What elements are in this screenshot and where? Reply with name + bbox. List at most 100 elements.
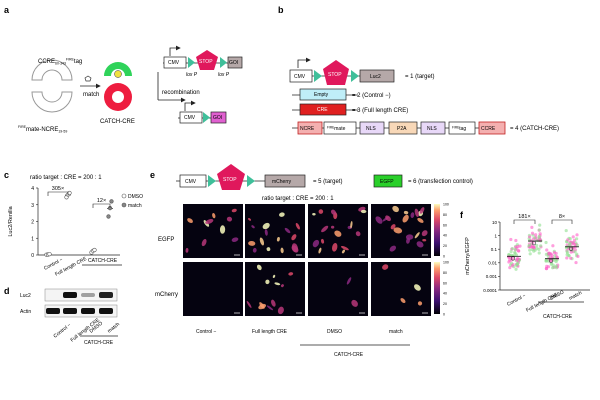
- chart-f-xtick-label: DMSO: [549, 289, 565, 301]
- panel-b-letter: b: [278, 5, 284, 15]
- luc2-box: [359, 69, 395, 83]
- panel-c-ratio: ratio target : CRE = 200 : 1: [30, 175, 102, 181]
- cell-blob: [341, 249, 345, 254]
- chart-f-point: [544, 259, 548, 263]
- chart-f-xtick-label: Control −: [506, 293, 527, 308]
- svg-text:Empty: Empty: [314, 92, 329, 98]
- colorbar-tick-label: 100: [443, 261, 449, 265]
- construct-5-label: = 5 (target): [313, 179, 343, 185]
- chart-c-ytick-label: 0: [31, 253, 34, 259]
- svg-text:EGFP: EGFP: [380, 179, 394, 185]
- cell-blob: [318, 209, 324, 214]
- colorbar-tick-label: 0: [443, 255, 445, 259]
- cell-blob: [291, 243, 298, 253]
- cell-blob: [416, 241, 424, 248]
- cell-blob: [248, 218, 252, 221]
- panel-e-group-label: CATCH-CRE: [334, 352, 364, 358]
- chart-f-point: [575, 237, 579, 241]
- chart-f-point: [539, 244, 543, 248]
- chart-f-bracket: [513, 219, 536, 224]
- loxp-triangle-icon: [351, 70, 359, 82]
- svg-text:GOI: GOI: [213, 115, 222, 121]
- chart-f-point: [554, 258, 558, 262]
- cell-blob: [284, 227, 291, 234]
- blot-band: [81, 293, 95, 297]
- chart-f-point: [530, 225, 534, 229]
- cell-blob: [295, 222, 300, 230]
- cmv-box: [179, 174, 207, 188]
- chart-f: 1010.10.010.0010.0001mCherry/EGFPControl…: [465, 214, 590, 314]
- panel-d-group-label: CATCH-CRE: [84, 340, 114, 346]
- nls-box: [420, 121, 446, 135]
- promoter-arrow-icon: [184, 100, 196, 111]
- cell-blob: [422, 238, 427, 242]
- blot-band: [46, 308, 60, 314]
- cell-blob: [410, 212, 415, 218]
- chart-f-point: [547, 251, 551, 255]
- chart-f-point: [569, 256, 573, 260]
- chart-f-point: [564, 228, 568, 233]
- panel-c: c ratio target : CRE = 200 : 1 01234Luc2…: [4, 170, 143, 278]
- chart-f-mean-marker: [568, 246, 574, 252]
- legend-match-label: match: [128, 203, 142, 209]
- cell-blob: [274, 282, 281, 286]
- cell-blob: [355, 231, 361, 237]
- microscopy-image: [245, 262, 305, 316]
- panel-c-group-label: CATCH-CRE: [88, 258, 118, 264]
- ncre-label: FIREmate-NCRE19-59: [18, 125, 67, 134]
- svg-text:mCherry: mCherry: [272, 179, 292, 185]
- cmv-box: [179, 111, 203, 124]
- chart-f-point: [554, 264, 559, 268]
- chart-f-point: [510, 264, 514, 268]
- construct-1-label: = 1 (target): [405, 74, 435, 80]
- chart-c-fold-label: 305×: [52, 186, 64, 192]
- chart-c-point: [92, 247, 97, 253]
- cre-box: [299, 103, 347, 116]
- chart-f-mean-marker: [531, 241, 537, 246]
- cell-blob: [271, 299, 276, 307]
- cell-blob: [392, 205, 399, 213]
- chart-c-ylabel: Luc2/Renilla: [8, 205, 14, 236]
- chart-f-mean-marker: [548, 258, 554, 263]
- legend-match-marker: [121, 202, 127, 208]
- cell-blob: [417, 217, 424, 223]
- chart-f-ytick-label: 0.0001: [483, 288, 497, 293]
- panel-a-letter: a: [4, 5, 10, 15]
- svg-text:Luc2: Luc2: [370, 74, 381, 80]
- cell-blob: [187, 218, 193, 224]
- chart-f-point: [565, 251, 570, 255]
- chart-f-point: [514, 238, 518, 243]
- cell-blob: [288, 272, 294, 276]
- cell-blob: [231, 237, 239, 242]
- chart-f-point: [574, 260, 578, 265]
- cell-blob: [334, 230, 342, 237]
- svg-text:CMV: CMV: [185, 179, 197, 185]
- chart-f-point: [533, 236, 537, 240]
- micro-col-label: Control −: [196, 329, 217, 335]
- svg-text:STOP: STOP: [328, 72, 342, 78]
- svg-text:STOP: STOP: [199, 59, 213, 65]
- colorbar-tick-label: 40: [443, 234, 447, 238]
- panel-d-letter: d: [4, 286, 10, 296]
- chart-f-point: [575, 233, 579, 237]
- chart-f-point: [535, 243, 539, 248]
- cell-blob: [266, 247, 271, 252]
- chart-f-ytick-label: 0.1: [491, 247, 498, 252]
- cell-blob: [351, 299, 358, 307]
- svg-text:NLS: NLS: [427, 126, 437, 132]
- chart-c-ytick-label: 4: [31, 186, 34, 192]
- chart-f-point: [551, 244, 555, 248]
- micro-col-label: DMSO: [327, 329, 342, 335]
- catch-cre-top: [104, 62, 132, 76]
- cell-blob: [201, 239, 207, 247]
- panel-e-ratio: ratio target : CRE = 200 : 1: [262, 196, 334, 202]
- construct-4-label: = 4 (CATCH-CRE): [510, 126, 559, 132]
- chart-f-point: [515, 257, 519, 261]
- chart-f-point: [573, 250, 577, 254]
- loxp-triangle-icon: [314, 70, 322, 82]
- cell-blob: [248, 240, 256, 246]
- cell-blob: [226, 216, 233, 222]
- panel-b: b CMV STOP Luc2 = 1 (target) Empty = 2 (…: [278, 5, 559, 135]
- chart-f-point: [566, 238, 570, 242]
- chart-f-point: [552, 251, 557, 255]
